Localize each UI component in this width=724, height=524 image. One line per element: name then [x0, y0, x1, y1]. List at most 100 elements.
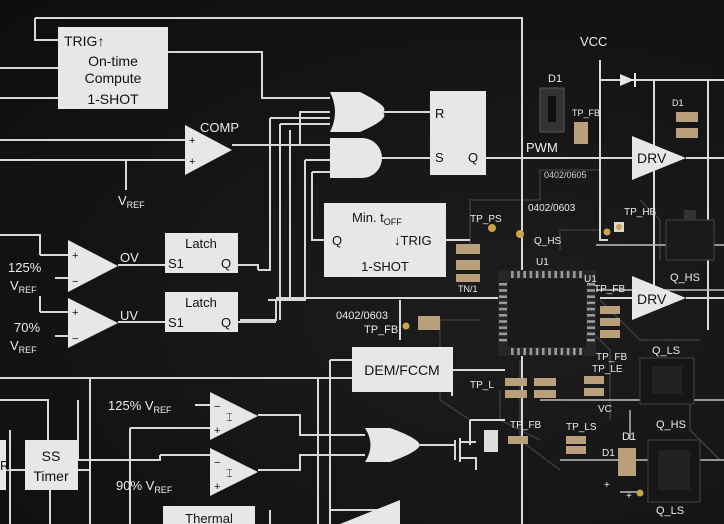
- chip-pin: [499, 295, 507, 298]
- chip-pin: [587, 301, 595, 305]
- vref-125: VREF: [10, 278, 37, 295]
- vref-70: VREF: [10, 338, 37, 355]
- chip-pin: [511, 348, 514, 355]
- comparator-125-bottom: − + ⌶ 125% VREF: [108, 392, 258, 440]
- pcb-components: [418, 87, 715, 503]
- chip-pin: [587, 332, 595, 336]
- uv-comparator: + − UV 70% VREF: [10, 298, 138, 355]
- chip-pin: [573, 271, 576, 278]
- svg-text:D1: D1: [672, 98, 684, 108]
- svg-text:Latch: Latch: [185, 236, 217, 251]
- svg-text:S1: S1: [168, 315, 184, 330]
- chip-pin: [579, 271, 582, 278]
- chip-pin: [523, 348, 526, 355]
- svg-text:Timer: Timer: [33, 468, 69, 484]
- or-gate-bottom: [365, 428, 420, 462]
- ov-comparator: + − OV 125% VREF: [8, 240, 139, 295]
- svg-text:TP_PS: TP_PS: [470, 214, 502, 225]
- svg-text:1-SHOT: 1-SHOT: [361, 259, 409, 274]
- chip-pin: [573, 348, 576, 355]
- chip-pin: [542, 348, 545, 355]
- chip-pin: [548, 348, 551, 355]
- chip-pin: [566, 271, 570, 278]
- min-toff-block: Min. tOFF Q ↓TRIG 1-SHOT: [324, 203, 446, 277]
- svg-text:Q_HS: Q_HS: [534, 236, 562, 247]
- chip-pin: [587, 320, 595, 323]
- chip-u1: [498, 270, 596, 356]
- chip-pin: [499, 326, 507, 329]
- svg-text:TP_LS: TP_LS: [566, 422, 597, 433]
- svg-text:DEM/FCCM: DEM/FCCM: [364, 362, 439, 378]
- svg-text:TP_FB: TP_FB: [594, 284, 625, 295]
- svg-text:TP_LE: TP_LE: [592, 364, 623, 375]
- svg-text:+: +: [626, 491, 632, 502]
- svg-text:DRV: DRV: [637, 150, 667, 166]
- comp-label: COMP: [200, 120, 239, 135]
- chip-pin: [587, 338, 595, 342]
- chip-pin: [499, 301, 507, 305]
- min-toff-title: Min. tOFF: [352, 210, 402, 227]
- svg-text:0402/0605: 0402/0605: [544, 170, 587, 180]
- chip-pin: [554, 348, 557, 355]
- svg-text:VC: VC: [598, 404, 612, 415]
- ss-timer-block: SS Timer: [25, 440, 78, 490]
- chip-pin: [499, 332, 507, 336]
- vref-label-comp: VREF: [118, 193, 145, 210]
- pwm-label: PWM: [526, 140, 558, 155]
- chip-pin: [499, 307, 507, 311]
- svg-text:TN/1: TN/1: [458, 284, 478, 294]
- svg-text:+: +: [604, 480, 610, 491]
- thermal-block: Thermal: [163, 506, 255, 524]
- chip-pin: [499, 283, 507, 286]
- svg-text:Latch: Latch: [185, 295, 217, 310]
- one-shot-top-trig: TRIG↑: [64, 33, 104, 49]
- chip-pin: [587, 295, 595, 298]
- svg-text:TP_HB: TP_HB: [624, 207, 657, 218]
- svg-text:TP_FB: TP_FB: [510, 420, 541, 431]
- svg-text:Q_HS: Q_HS: [670, 272, 700, 284]
- pct70-label: 70%: [14, 320, 40, 335]
- chip-pin: [511, 271, 514, 278]
- sr-latch-block: R S Q: [430, 91, 486, 175]
- svg-text:S: S: [435, 150, 444, 165]
- ov-label: OV: [120, 250, 139, 265]
- svg-text:⌶: ⌶: [226, 412, 233, 424]
- diode-d1-top-right: [620, 73, 636, 87]
- svg-text:Q_LS: Q_LS: [656, 505, 684, 517]
- svg-text:R: R: [0, 458, 9, 473]
- comparator-90-bottom: − + ⌶ 90% VREF: [116, 448, 258, 496]
- svg-text:Q_HS: Q_HS: [656, 419, 686, 431]
- chip-pin: [566, 348, 570, 355]
- one-shot-top-block: TRIG↑ On-time Compute 1-SHOT: [58, 27, 168, 109]
- svg-text:DRV: DRV: [637, 291, 667, 307]
- drv-bottom: DRV: [632, 276, 686, 320]
- chip-pin: [579, 348, 582, 355]
- svg-text:TP_FB: TP_FB: [572, 108, 600, 118]
- chip-pin: [517, 348, 520, 355]
- svg-text:−: −: [214, 401, 220, 413]
- svg-text:0402/0603: 0402/0603: [528, 203, 576, 214]
- svg-text:−: −: [72, 276, 78, 288]
- latch-ov-block: Latch S1 Q: [165, 233, 238, 273]
- svg-text:U1: U1: [584, 274, 597, 285]
- pct125-vref-bottom: 125% VREF: [108, 398, 172, 415]
- logic-gates: [330, 92, 385, 178]
- chip-pin: [548, 271, 551, 278]
- svg-text:−: −: [72, 333, 78, 345]
- bottom-amp-partial: [340, 500, 400, 524]
- svg-text:D1: D1: [622, 431, 636, 443]
- chip-pin: [587, 326, 595, 329]
- svg-text:S1: S1: [168, 256, 184, 271]
- chip-pin: [587, 307, 595, 311]
- svg-text:−: −: [214, 457, 220, 469]
- chip-pin: [554, 271, 557, 278]
- one-shot-top-line2: On-time: [88, 53, 138, 69]
- chip-pin: [529, 271, 533, 278]
- svg-text:Q: Q: [221, 256, 231, 271]
- chip-pin: [499, 314, 507, 317]
- svg-text:Q: Q: [332, 233, 342, 248]
- chip-pin: [529, 348, 533, 355]
- chip-pin: [587, 314, 595, 317]
- svg-text:TP_FB: TP_FB: [596, 352, 627, 363]
